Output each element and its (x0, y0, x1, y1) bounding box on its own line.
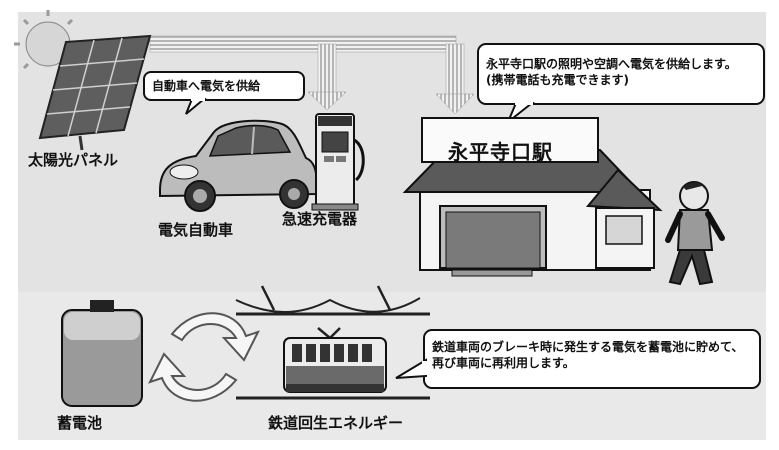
electric-car-label: 電気自動車 (158, 221, 234, 239)
battery-icon (61, 300, 143, 407)
quick-charger-label: 急速充電器 (282, 210, 358, 228)
cycle-arrows-icon (148, 312, 260, 402)
overhead-wire-icon (235, 285, 430, 316)
sun-icon (14, 10, 82, 70)
energy-flow-arrows (149, 35, 475, 115)
person-icon (665, 181, 725, 286)
train-icon (236, 327, 430, 400)
car-callout-bubble-shape (143, 71, 305, 115)
regen-callout-bubble-shape (395, 329, 761, 389)
station-supply-callout: 永平寺口駅の照明や空調へ電気を供給します。(携帯電話も充電できます) (486, 57, 737, 88)
regen-energy-label: 鉄道回生エネルギー (268, 414, 404, 432)
regen-brake-callout: 鉄道車両のブレーキ時に発生する電気を蓄電池に貯めて、再び車両に再利用します。 (432, 340, 744, 371)
storage-battery-label: 蓄電池 (57, 414, 103, 432)
solar-panel-label: 太陽光パネル (28, 151, 119, 169)
station-sign: 永平寺口駅 (448, 140, 553, 164)
charger-icon (311, 113, 365, 211)
station-building-icon (402, 117, 663, 277)
car-icon (159, 119, 318, 212)
car-supply-callout: 自動車へ電気を供給 (152, 79, 261, 93)
solar-panel-icon (38, 34, 152, 151)
